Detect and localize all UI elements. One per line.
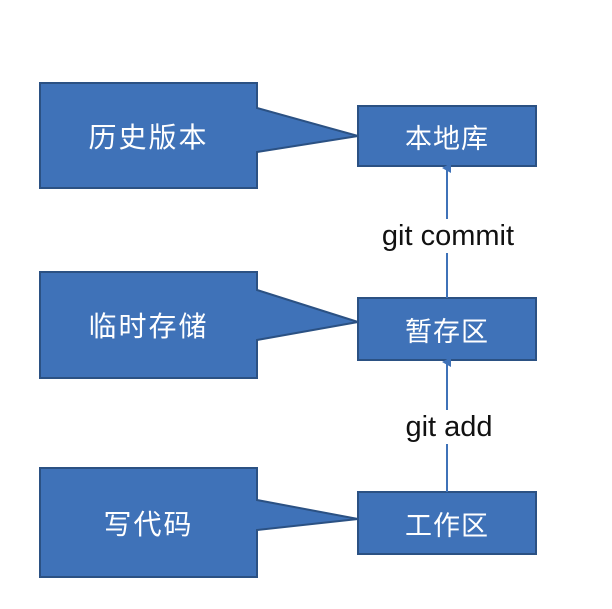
stage-box-working-dir	[357, 491, 537, 555]
callout-label-temp-storage: 临时存储	[88, 310, 209, 343]
callout-label-write-code: 写代码	[103, 507, 194, 541]
callout-shape-temp-storage	[39, 271, 359, 379]
command-label-add: git add	[391, 410, 507, 444]
callout-shape-history	[39, 82, 359, 189]
callout-label-history: 历史版本	[88, 120, 209, 154]
command-label-commit: git commit	[366, 219, 530, 253]
stage-label-local-repo: 本地库	[405, 123, 489, 155]
stage-box-staging-area	[357, 297, 537, 361]
stage-box-local-repo	[357, 105, 537, 167]
callout-shape-write-code	[39, 467, 359, 578]
stage-label-working-dir: 工作区	[405, 510, 489, 542]
stage-label-staging-area: 暂存区	[405, 316, 489, 348]
